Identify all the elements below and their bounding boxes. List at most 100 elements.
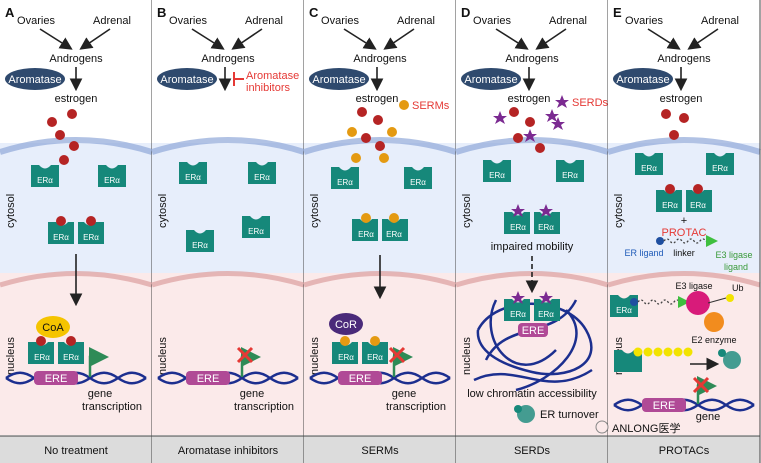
ere-label: ERE: [45, 373, 68, 385]
estrogen-molecule: [509, 107, 519, 117]
chromatin-accessibility-label: low chromatin accessibility: [467, 388, 597, 400]
footer-background: [456, 436, 608, 463]
polyubiquitin-chain: [633, 347, 643, 357]
er-alpha-label: ERα: [104, 176, 120, 185]
aromatase-enzyme: [461, 68, 521, 90]
estrogen-molecule: [357, 107, 367, 117]
gene-label: gene: [240, 388, 264, 400]
transcription-label: transcription: [234, 401, 294, 413]
adrenal-label: Adrenal: [93, 15, 131, 27]
er-alpha-label: ERα: [616, 306, 632, 315]
cytosol-label: cytosol: [5, 194, 17, 228]
cell-membrane: [151, 137, 305, 155]
er-alpha-label: ERα: [538, 223, 554, 232]
ovaries-arrow: [191, 28, 225, 50]
estrogen-molecule: [375, 141, 385, 151]
er-fragments: [514, 405, 522, 413]
estrogen-molecule: [55, 130, 65, 140]
adrenal-arrow: [535, 28, 567, 50]
androgens-label: Androgens: [353, 53, 407, 65]
aromatase-enzyme: [309, 68, 369, 90]
nuclear-membrane: [607, 271, 761, 288]
cytosol-label: cytosol: [461, 194, 473, 228]
androgens-label: Androgens: [505, 53, 559, 65]
ovaries-label: Ovaries: [169, 15, 207, 27]
panel-letter: D: [461, 5, 470, 20]
aromatase-label: Aromatase: [312, 74, 365, 86]
corepressor: [329, 313, 363, 335]
cytosol-region: [304, 143, 456, 273]
adrenal-label: Adrenal: [397, 15, 435, 27]
coactivator: [36, 316, 70, 338]
estrogen-bound: [693, 184, 703, 194]
watermark: ANLONG医学: [612, 421, 680, 435]
serm-bound: [361, 213, 371, 223]
cytosol-region: [0, 143, 152, 273]
nucleus-label: nucleus: [5, 337, 17, 375]
estrogen-molecule: [661, 109, 671, 119]
e3-ligase: [686, 291, 710, 315]
er-alpha-label: ERα: [386, 230, 402, 239]
plus-sign: +: [681, 215, 687, 227]
ovaries-label: Ovaries: [625, 15, 663, 27]
panel-letter: C: [309, 5, 319, 20]
cytosol-region: [608, 143, 760, 273]
er-alpha-label: ERα: [254, 173, 270, 182]
ovaries-arrow: [495, 28, 529, 50]
aromatase-enzyme: [613, 68, 673, 90]
nucleus-region: [152, 273, 304, 435]
adrenal-label: Adrenal: [549, 15, 587, 27]
estrogen-bound: [36, 336, 46, 346]
aromatase-label: Aromatase: [160, 74, 213, 86]
estrogen-label: estrogen: [660, 93, 703, 105]
footer-background: [608, 436, 760, 463]
protac-label: PROTAC: [661, 227, 706, 239]
er-alpha-label: ERα: [338, 353, 354, 362]
er-alpha-label: ERα: [538, 310, 554, 319]
er-alpha-label: ERα: [510, 223, 526, 232]
serm-bound: [389, 213, 399, 223]
aromatase-enzyme: [5, 68, 65, 90]
ovaries-arrow: [647, 28, 681, 50]
serms-label: SERMs: [412, 100, 450, 112]
er-turnover-label: ER turnover: [540, 409, 599, 421]
watermark-icon: [595, 420, 609, 434]
ere-label: ERE: [653, 400, 676, 412]
er-alpha-label: ERα: [63, 353, 79, 362]
polyubiquitin-chain: [663, 347, 673, 357]
er-alpha-label: ERα: [712, 164, 728, 173]
e3-ligand-label: ligand: [724, 262, 748, 272]
ere-element: [186, 371, 230, 385]
serm-bound: [340, 336, 350, 346]
transcription-label: transcription: [82, 401, 142, 413]
cytosol-label: cytosol: [613, 194, 625, 228]
polyubiquitin-chain: [653, 347, 663, 357]
aromatase-label: Aromatase: [8, 74, 61, 86]
er-alpha-label: ERα: [337, 178, 353, 187]
serm-molecule: [347, 127, 357, 137]
androgens-label: Androgens: [49, 53, 103, 65]
estrogen-molecule: [535, 143, 545, 153]
estrogen-molecule: [373, 115, 383, 125]
chromatin-fiber: [489, 299, 557, 366]
ub-link: [707, 297, 727, 304]
serm-molecule: [379, 153, 389, 163]
panel-footer-label: Aromatase inhibitors: [178, 445, 279, 457]
estrogen-molecule: [361, 133, 371, 143]
er-alpha-label: ERα: [662, 201, 678, 210]
panel-footer-label: SERMs: [361, 445, 399, 457]
linker-label: linker: [673, 248, 695, 258]
block-cross: [388, 346, 406, 364]
protac-e3-ligand: [678, 296, 690, 308]
estrogen-label: estrogen: [508, 93, 551, 105]
estrogen-bound: [66, 336, 76, 346]
er-alpha-label: ERα: [358, 230, 374, 239]
serds-label: SERDs: [572, 97, 609, 109]
ovaries-arrow: [343, 28, 377, 50]
gene-label: gene: [696, 411, 720, 423]
er-fragments: [718, 349, 726, 357]
adrenal-arrow: [231, 28, 263, 50]
